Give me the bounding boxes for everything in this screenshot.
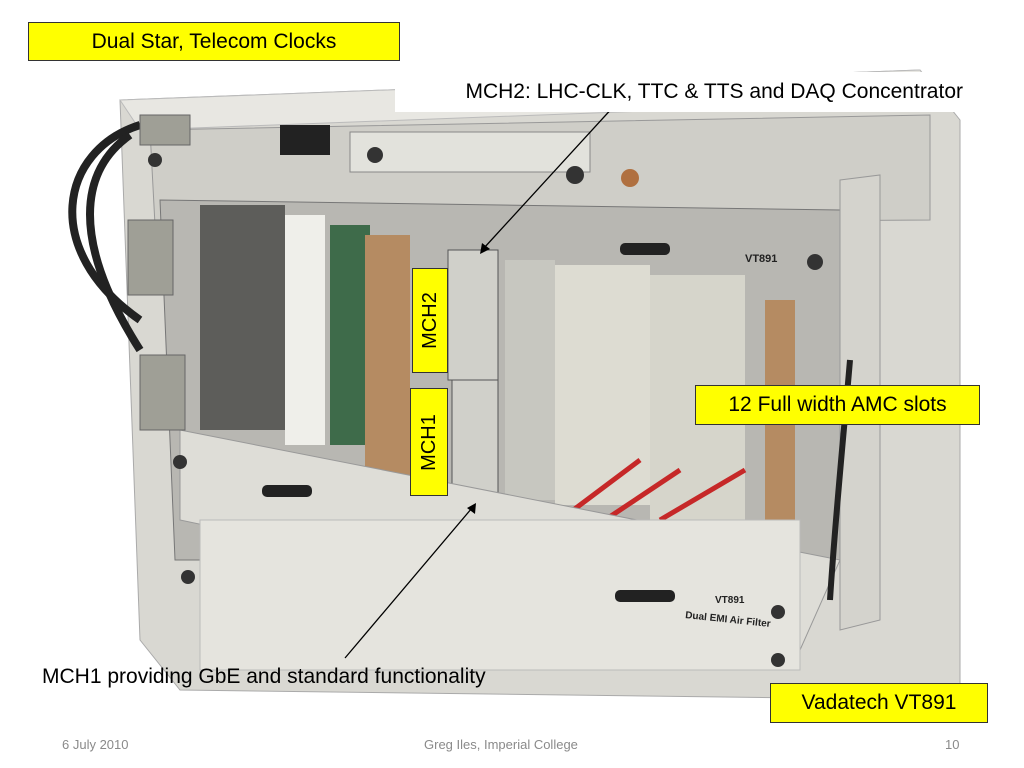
amc-slot xyxy=(200,205,285,430)
vt891-bottom-text: VT891 xyxy=(715,595,745,606)
mch1-label-text: MCH1 xyxy=(417,413,440,471)
top-connector-panel xyxy=(349,131,591,173)
amc-slot xyxy=(330,225,370,445)
amc-card xyxy=(365,235,410,475)
mch2-arrow-head xyxy=(480,243,490,254)
amc-slots-label: 12 Full width AMC slots xyxy=(695,385,980,425)
cable-connector xyxy=(127,219,174,296)
footer-date: 6 July 2010 xyxy=(62,737,129,752)
vt891-top-text: VT891 xyxy=(745,253,777,265)
amc-card xyxy=(765,300,795,550)
cable-connector xyxy=(139,114,191,146)
amc-slot xyxy=(555,265,650,505)
mch1-description-label: MCH1 providing GbE and standard function… xyxy=(42,665,486,688)
mch1-card xyxy=(451,379,499,496)
footer-page-number: 10 xyxy=(945,737,960,752)
mch1-arrow-line xyxy=(344,507,473,659)
mch2-arrow-line xyxy=(483,104,616,249)
dual-star-label: Dual Star, Telecom Clocks xyxy=(28,22,400,61)
cable-connector xyxy=(139,354,186,431)
amc-slot xyxy=(285,215,325,445)
mch1-label: MCH1 xyxy=(410,388,448,496)
vadatech-label: Vadatech VT891 xyxy=(770,683,988,723)
mch2-card xyxy=(447,249,499,381)
mch1-arrow-head xyxy=(467,503,476,514)
mch2-label-text: MCH2 xyxy=(418,292,441,349)
amc-slot xyxy=(505,260,555,500)
bottom-tray xyxy=(199,519,801,671)
mch2-label: MCH2 xyxy=(412,268,448,373)
mch2-description-label: MCH2: LHC-CLK, TTC & TTS and DAQ Concent… xyxy=(395,72,975,112)
power-switch xyxy=(280,125,330,155)
crate-photo: VT891 VT891 Dual EMI Air Filter xyxy=(68,69,961,701)
footer-author: Greg Iles, Imperial College xyxy=(424,737,578,752)
